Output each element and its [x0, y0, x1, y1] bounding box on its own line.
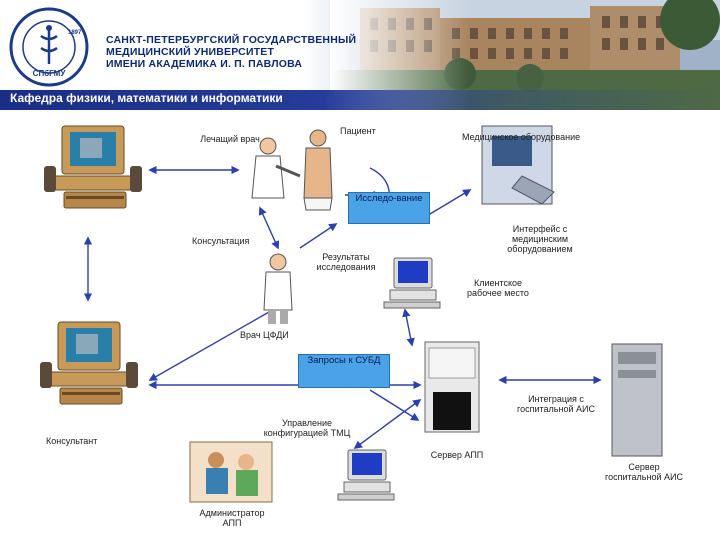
medical-equipment-icon — [481, 125, 555, 205]
arrow-doctor-cfdi — [258, 206, 280, 250]
arrow-consultant-cfdi — [148, 299, 292, 381]
server-app-label: Сервер АПП — [430, 450, 484, 460]
treating-doctor-icon — [251, 137, 301, 199]
department-title: Кафедра физики, математики и информатики — [10, 91, 283, 105]
integration-label: Интеграция с госпитальной АИС — [517, 394, 595, 414]
network-diagram — [39, 125, 663, 503]
patient-label: Пациент — [340, 126, 376, 136]
arrow-client-server — [402, 308, 415, 347]
results-label: Результаты исследования — [316, 252, 376, 272]
server-hosp-label: Сервер госпитальной АИС — [605, 462, 683, 482]
arrow-results — [299, 223, 338, 249]
logo-abbr: СПбГМУ — [33, 69, 67, 78]
doctor-cfdi-label: Врач ЦФДИ — [240, 330, 289, 340]
config-label: Управление конфигурацией ТМЦ — [263, 418, 351, 438]
client-label: Клиентское рабочее место — [467, 278, 529, 298]
consultant-label: Консультант — [46, 436, 98, 446]
doctor-label: Лечащий врач — [200, 134, 260, 144]
consultant-workstation-icon — [39, 321, 139, 405]
university-name: САНКТ-ПЕТЕРБУРГСКИЙ ГОСУДАРСТВЕННЫЙ МЕДИ… — [106, 34, 356, 70]
arrow-admin-server — [353, 399, 422, 449]
arrow-queries-server — [369, 389, 420, 421]
interface-label: Интерфейс с медицинским оборудованием — [507, 224, 573, 254]
university-name-line: МЕДИЦИНСКИЙ УНИВЕРСИТЕТ — [106, 46, 275, 58]
university-logo: СПбГМУ 1897 — [9, 7, 89, 87]
research-box: Исследо-вание — [348, 192, 430, 224]
consultation-label: Консультация — [192, 236, 250, 246]
admin-label: Администратор АПП — [199, 508, 265, 528]
hospital-server-icon — [611, 343, 663, 457]
queries-label: Запросы к СУБД — [307, 355, 381, 366]
top-workstation-icon — [43, 125, 143, 209]
patient-icon — [303, 129, 333, 211]
app-server-icon — [424, 341, 480, 433]
university-name-line: ИМЕНИ АКАДЕМИКА И. П. ПАВЛОВА — [106, 58, 303, 70]
queries-box: Запросы к СУБД — [298, 354, 390, 388]
university-name-line: САНКТ-ПЕТЕРБУРГСКИЙ ГОСУДАРСТВЕННЫЙ — [106, 34, 357, 46]
admin-workstation-icon — [337, 449, 395, 501]
logo-year: 1897 — [68, 30, 82, 36]
header: СПбГМУ 1897 САНКТ-ПЕТЕРБУРГСКИЙ ГОСУДАРС… — [0, 0, 720, 110]
department-bar — [0, 90, 720, 110]
equipment-label: Медицинское оборудование — [462, 132, 581, 142]
admin-people-icon — [189, 441, 273, 503]
cfdi-doctor-icon — [263, 253, 293, 324]
client-workstation-icon — [383, 257, 441, 309]
research-label: Исследо-вание — [355, 193, 423, 204]
